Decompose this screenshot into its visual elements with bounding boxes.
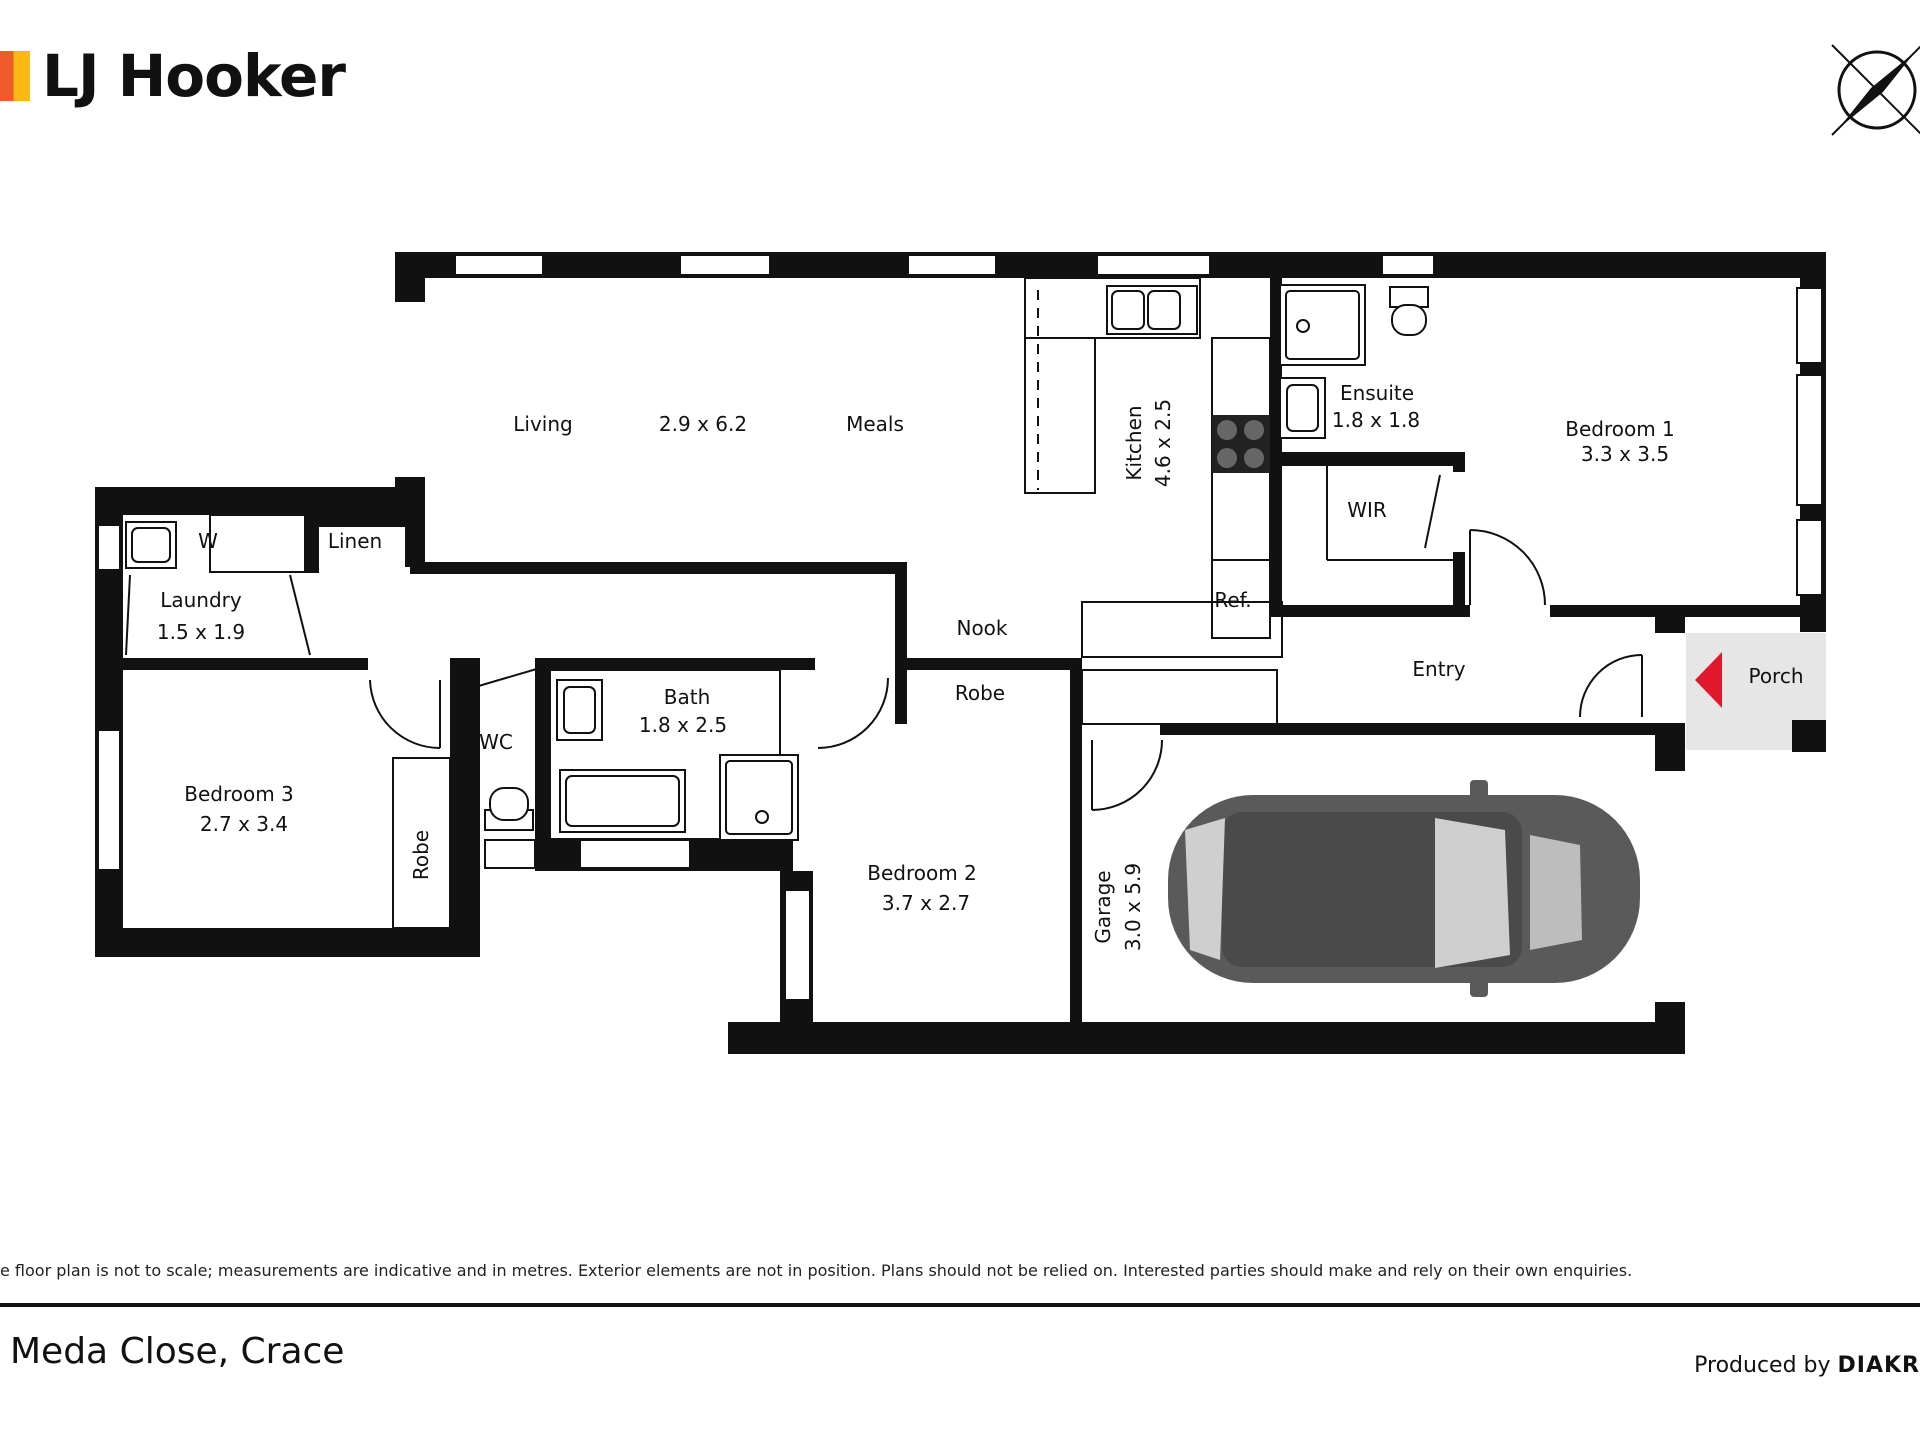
bath-dimension: 1.8 x 2.5 <box>639 713 727 737</box>
ensuite-label: Ensuite <box>1340 381 1414 405</box>
porch-label: Porch <box>1748 664 1803 688</box>
bedroom3-label: Bedroom 3 <box>184 782 294 806</box>
garage-label: Garage <box>1091 870 1115 943</box>
wc-label: WC <box>479 730 513 754</box>
producer-name: DIAKR <box>1837 1353 1920 1378</box>
property-address: Meda Close, Crace <box>10 1331 345 1372</box>
nook-label: Nook <box>956 616 1007 640</box>
linen-label: Linen <box>328 529 382 553</box>
bedroom3-dimension: 2.7 x 3.4 <box>200 812 288 836</box>
fridge-label: Ref. <box>1214 588 1251 612</box>
brand-logo: LJ Hooker <box>0 40 346 112</box>
producer-credit: Produced by DIAKR <box>1694 1353 1920 1378</box>
robe-b3-label: Robe <box>409 830 433 880</box>
toilet-icon <box>484 286 1429 831</box>
living-label: Living <box>513 412 572 436</box>
wir-label: WIR <box>1347 498 1387 522</box>
garage-dimension: 3.0 x 5.9 <box>1121 863 1145 951</box>
cooktop-icon <box>1212 415 1270 473</box>
meals-label: Meals <box>846 412 904 436</box>
bedroom2-dimension: 3.7 x 2.7 <box>882 891 970 915</box>
compass-icon <box>1831 44 1920 136</box>
bedroom2-label: Bedroom 2 <box>867 861 977 885</box>
ensuite-dimension: 1.8 x 1.8 <box>1332 408 1420 432</box>
brand-name: LJ Hooker <box>42 42 346 110</box>
living-dimension: 2.9 x 6.2 <box>659 412 747 436</box>
bedroom1-dimension: 3.3 x 3.5 <box>1581 442 1669 466</box>
bath-label: Bath <box>664 685 711 709</box>
sink-icon <box>125 285 1326 741</box>
bathtub-icon <box>559 769 686 833</box>
doors <box>125 474 1643 811</box>
footer-divider <box>0 1303 1920 1307</box>
laundry-dimension: 1.5 x 1.9 <box>157 620 245 644</box>
windows <box>97 254 1823 1001</box>
bedroom1-label: Bedroom 1 <box>1565 417 1675 441</box>
fixtures <box>209 277 1453 929</box>
car-icon <box>1168 780 1640 997</box>
shower-icon <box>719 284 1366 841</box>
laundry-label: Laundry <box>160 588 242 612</box>
kitchen-dimension: 4.6 x 2.5 <box>1151 399 1175 487</box>
entry-label: Entry <box>1412 657 1465 681</box>
kitchen-label: Kitchen <box>1122 405 1146 480</box>
floor-plan: Living 2.9 x 6.2 Meals Kitchen 4.6 x 2.5… <box>95 44 1920 1054</box>
entrance-arrow-icon <box>1695 652 1722 708</box>
disclaimer-text: e floor plan is not to scale; measuremen… <box>0 1261 1633 1280</box>
washer-label: W <box>198 529 218 553</box>
brand-mark-icon <box>0 51 30 101</box>
produced-by-label: Produced by <box>1694 1353 1831 1378</box>
robe-mid-label: Robe <box>955 681 1005 705</box>
